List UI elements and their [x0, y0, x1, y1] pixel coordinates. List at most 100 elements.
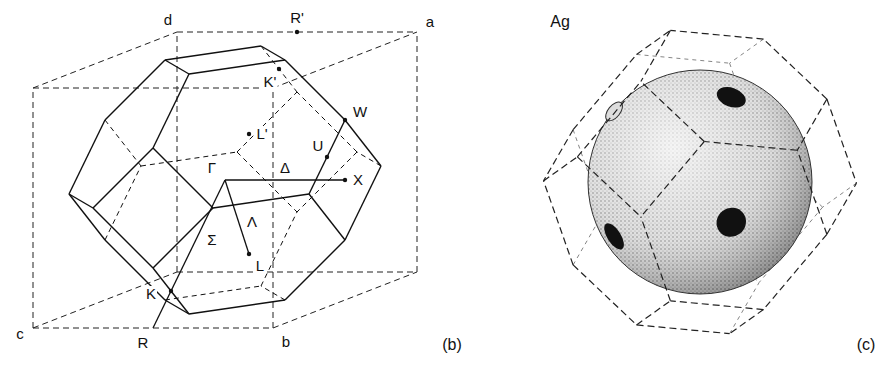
- zone-edge: [577, 157, 640, 217]
- point-label: X: [352, 172, 364, 188]
- zone-edge: [261, 46, 285, 60]
- point-label: R: [137, 335, 150, 351]
- corner-label: d: [163, 12, 173, 28]
- element-label: Ag: [549, 14, 571, 30]
- zone-edge: [237, 92, 297, 152]
- symmetry-point: [169, 289, 173, 293]
- symmetry-point: [247, 132, 251, 136]
- zone-edge: [637, 30, 671, 54]
- symmetry-point: [325, 155, 329, 159]
- fermi-neck: [711, 202, 752, 243]
- cube-edge: [177, 272, 417, 273]
- zone-edge: [573, 54, 636, 129]
- zone-edge: [641, 82, 704, 142]
- zone-edge: [704, 142, 797, 151]
- cube-edge: [273, 32, 417, 88]
- zone-edge: [165, 300, 189, 314]
- line-label: Δ: [279, 160, 291, 176]
- zone-edge: [285, 240, 345, 300]
- line-label: Λ: [246, 214, 258, 230]
- zone-edge: [577, 82, 640, 157]
- zone-edge: [165, 60, 189, 74]
- cube-edge: [33, 32, 177, 88]
- zone-edge: [827, 183, 857, 234]
- corner-label: c: [15, 326, 25, 342]
- cube-edge: [33, 272, 177, 328]
- zone-edge: [641, 217, 671, 301]
- point-label: L: [255, 258, 265, 274]
- corner-label: b: [281, 334, 291, 350]
- zone-edge: [641, 142, 704, 217]
- point-label: K': [263, 74, 278, 90]
- zone-edge: [285, 60, 345, 120]
- zone-edge: [261, 212, 297, 286]
- zone-edge: [261, 46, 297, 92]
- zone-edge: [357, 152, 381, 166]
- zone-edge: [189, 300, 285, 314]
- zone-edge: [153, 74, 189, 148]
- zone-edge: [297, 152, 357, 212]
- cube-edge: [33, 88, 34, 328]
- zone-edge: [730, 39, 764, 63]
- zone-edge: [93, 148, 153, 208]
- zone-edge: [153, 148, 213, 208]
- fcc-brillouin-zone: [33, 30, 417, 328]
- zone-edge: [237, 152, 297, 212]
- zone-edge: [637, 325, 730, 334]
- zone-edge: [637, 54, 730, 63]
- corner-label: a: [425, 14, 435, 30]
- zone-edge: [189, 60, 285, 74]
- cube-edge: [33, 88, 273, 89]
- symmetry-point: [343, 178, 347, 182]
- panel-tag: (b): [441, 337, 463, 353]
- zone-edge: [165, 286, 261, 300]
- point-label: K: [145, 286, 157, 302]
- line-label: Σ: [206, 232, 217, 248]
- zone-edge: [69, 194, 93, 208]
- symmetry-line: [153, 180, 225, 328]
- zone-edge: [261, 286, 285, 300]
- fermi-neck: [714, 83, 749, 111]
- zone-edge: [93, 208, 153, 268]
- zone-edge: [573, 265, 636, 325]
- zone-edge: [309, 194, 345, 240]
- zone-edge: [823, 183, 857, 207]
- zone-edge: [153, 208, 213, 268]
- zone-edge: [544, 130, 574, 181]
- cube-edge: [273, 88, 274, 328]
- zone-edge: [670, 301, 763, 310]
- symmetry-point: [295, 30, 299, 34]
- zone-edge: [763, 39, 826, 99]
- zone-edge: [309, 120, 345, 194]
- zone-back-edges: [573, 39, 856, 334]
- zone-edge: [637, 301, 671, 325]
- zone-front-edges: [544, 30, 857, 333]
- symmetry-point: [247, 252, 251, 256]
- zone-edge: [345, 166, 381, 240]
- point-label: W: [352, 104, 368, 120]
- zone-edge: [544, 157, 578, 181]
- zone-edge: [730, 282, 760, 333]
- zone-edge: [69, 120, 105, 194]
- zone-edge: [730, 310, 764, 334]
- fermi-neck: [600, 220, 627, 253]
- point-label: Γ: [207, 160, 217, 176]
- zone-edge: [797, 150, 827, 234]
- zone-edge: [641, 30, 671, 81]
- cube-edge: [417, 32, 418, 272]
- point-label: U: [312, 138, 325, 154]
- silver-fermi-surface: [544, 30, 857, 333]
- panel-tag: (c): [856, 337, 877, 353]
- symmetry-line: [225, 179, 345, 180]
- zone-edge: [827, 99, 857, 183]
- symmetry-point: [343, 118, 347, 122]
- zone-edge: [763, 234, 826, 309]
- zone-edge: [213, 194, 309, 208]
- zone-edge: [297, 92, 357, 152]
- zone-edge: [105, 120, 141, 166]
- zone-edge: [797, 99, 827, 150]
- zone-edge: [670, 30, 763, 39]
- zone-edge: [153, 268, 189, 314]
- symmetry-point: [277, 67, 281, 71]
